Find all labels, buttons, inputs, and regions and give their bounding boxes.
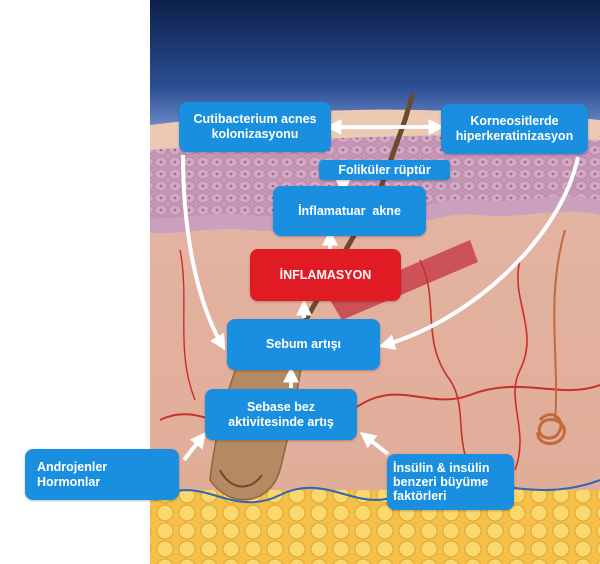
node-korneosit-label: Korneositlerde hiperkeratinizasyon bbox=[455, 114, 574, 143]
node-insulin-buyume-faktorleri: İnsülin & insülin benzeri büyüme faktörl… bbox=[387, 454, 514, 510]
node-inflamatuar-akne: İnflamatuar akne bbox=[273, 186, 426, 236]
node-insulin-label: İnsülin & insülin benzeri büyüme faktörl… bbox=[393, 461, 490, 503]
node-inflamasyon: İNFLAMASYON bbox=[250, 249, 401, 301]
node-cutibacterium-acnes-kolonizasyonu: Cutibacterium acnes kolonizasyonu bbox=[179, 102, 331, 152]
node-androjenler-label: Androjenler Hormonlar bbox=[37, 459, 108, 489]
node-sebase-bez-label: Sebase bez aktivitesinde artış bbox=[228, 399, 334, 429]
node-androjenler-hormonlar: Androjenler Hormonlar bbox=[25, 449, 179, 500]
node-korneositlerde-hiperkeratinizasyon: Korneositlerde hiperkeratinizasyon bbox=[441, 104, 588, 154]
node-sebum-artisi: Sebum artışı bbox=[227, 319, 380, 370]
arrow-insulin-to-sebase bbox=[359, 432, 390, 456]
node-inflamatuar-akne-label: İnflamatuar akne bbox=[298, 203, 401, 218]
arrow-acnes-to-sebum bbox=[181, 154, 226, 351]
background-skin bbox=[150, 0, 600, 564]
node-folikuler-ruptur: Foliküler rüptür bbox=[319, 160, 450, 180]
node-sebase-bez-aktivitesi: Sebase bez aktivitesinde artış bbox=[205, 389, 357, 440]
node-sebum-artisi-label: Sebum artışı bbox=[265, 337, 342, 351]
node-inflamasyon-label: İNFLAMASYON bbox=[279, 267, 372, 282]
arrow-korneosit-to-sebum bbox=[378, 156, 580, 350]
diagram-arrows bbox=[181, 119, 580, 462]
arrow-androjen-to-sebase bbox=[182, 431, 206, 462]
node-folikuler-ruptur-label: Foliküler rüptür bbox=[338, 162, 431, 177]
node-cutibacterium-acnes-label: Cutibacterium acnes kolonizasyonu bbox=[193, 112, 317, 141]
